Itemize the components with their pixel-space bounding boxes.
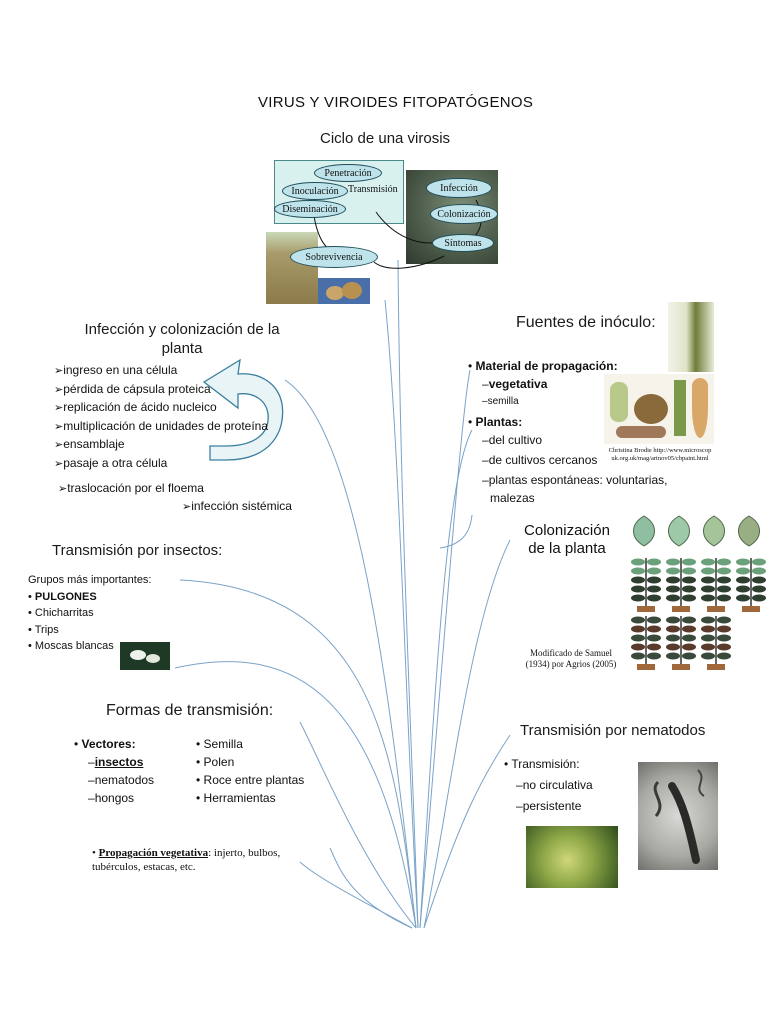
list-item: ensamblaje xyxy=(54,436,268,455)
propagation-illustration xyxy=(604,374,714,444)
list-item: multiplicación de unidades de proteína xyxy=(54,418,268,437)
plant-icon xyxy=(736,558,766,612)
plant-icon xyxy=(631,616,661,670)
cycle-title: Ciclo de una virosis xyxy=(320,130,451,147)
list-item: pasaje a otra célula xyxy=(54,455,268,474)
list-item: pérdida de cápsula proteica xyxy=(54,381,268,400)
colonizacion-credit: Modificado de Samuel (1934) por Agrios (… xyxy=(525,648,617,669)
leaf-icon xyxy=(633,515,655,547)
fuentes-list: • Material de propagación: –vegetativa –… xyxy=(468,359,668,505)
leaf-icon xyxy=(703,515,725,547)
colonizacion-figure xyxy=(628,512,766,674)
oval-penetracion: Penetración xyxy=(314,164,382,182)
nematodos-title: Transmisión por nematodos xyxy=(520,722,706,739)
plant-stem-photo xyxy=(668,302,714,372)
leaf-icon xyxy=(668,515,690,547)
colonizacion-title: Colonización de la planta xyxy=(524,522,610,557)
list-item: infección sistémica xyxy=(182,498,292,517)
otros-list: • Semilla • Polen • Roce entre plantas •… xyxy=(196,737,305,805)
label-transmision: Transmisión xyxy=(348,184,398,195)
list-item: ingreso en una célula xyxy=(54,362,268,381)
floema-item: traslocación por el floema xyxy=(58,480,204,499)
leaf-icon xyxy=(738,515,760,547)
oval-diseminacion: Diseminación xyxy=(274,200,346,218)
vectores-list: • Vectores: –insectos –nematodos –hongos xyxy=(74,737,155,805)
whitefly-photo xyxy=(120,642,170,670)
infeccion-steps: ingreso en una célula pérdida de cápsula… xyxy=(54,362,268,473)
oval-inoculacion: Inoculación xyxy=(282,182,348,200)
plant-icon xyxy=(666,616,696,670)
plant-icon xyxy=(701,616,731,670)
propagacion-text: • Propagación vegetativa: injerto, bulbo… xyxy=(92,847,281,873)
potato-photo xyxy=(318,278,370,304)
nematode-photo xyxy=(638,762,718,870)
oval-colonizacion: Colonización xyxy=(430,204,498,224)
field-photo xyxy=(266,232,318,304)
colonization-drawing xyxy=(631,515,766,670)
list-item: replicación de ácido nucleico xyxy=(54,399,268,418)
insectos-title: Transmisión por insectos: xyxy=(52,542,223,559)
oval-sobrevivencia: Sobrevivencia xyxy=(290,246,378,268)
sistemica-item: infección sistémica xyxy=(182,498,292,517)
plant-icon xyxy=(631,558,661,612)
oval-infeccion: Infección xyxy=(426,178,492,198)
oval-sintomas: Síntomas xyxy=(432,234,494,252)
plant-icon xyxy=(701,558,731,612)
list-item: traslocación por el floema xyxy=(58,480,204,499)
formas-title: Formas de transmisión: xyxy=(106,702,274,719)
vine-leaf-photo xyxy=(526,826,618,888)
cycle-diagram: Penetración Inoculación Transmisión Dise… xyxy=(266,160,498,304)
infeccion-title: Infección y colonización de la planta xyxy=(84,321,280,357)
plant-icon xyxy=(666,558,696,612)
nematode-icon xyxy=(653,769,705,864)
fuentes-credit: Christina Brodie http://www.microscop uk… xyxy=(608,447,712,462)
page-title: VIRUS Y VIROIDES FITOPATÓGENOS xyxy=(258,94,534,111)
insectos-list: Grupos más importantes: • PULGONES • Chi… xyxy=(28,574,152,652)
nematodos-list: • Transmisión: –no circulativa –persiste… xyxy=(504,757,593,813)
fuentes-title: Fuentes de inóculo: xyxy=(516,314,656,331)
